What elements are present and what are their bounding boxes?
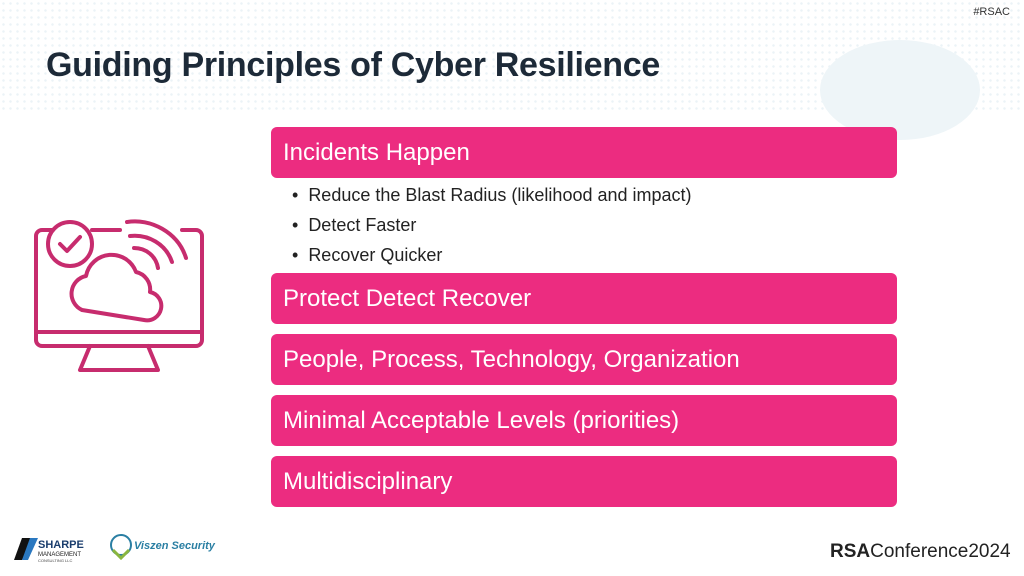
rsa-conference-logo: RSAConference2024 [830, 541, 1011, 562]
bullet-item: Reduce the Blast Radius (likelihood and … [292, 182, 691, 212]
page-title: Guiding Principles of Cyber Resilience [46, 46, 660, 84]
background-blob [820, 40, 980, 140]
principle-people-process: People, Process, Technology, Organizatio… [271, 334, 897, 385]
principle-incidents-happen: Incidents Happen [271, 127, 897, 178]
incidents-bullets: Reduce the Blast Radius (likelihood and … [292, 182, 692, 272]
bullet-item: Detect Faster [292, 212, 692, 242]
principle-multidisciplinary: Multidisciplinary [271, 456, 897, 507]
sharpe-logo: SHARPE MANAGEMENT CONSULTING LLC [14, 536, 94, 566]
rsac-hashtag: #RSAC [973, 6, 1010, 18]
bullet-item: Recover Quicker [292, 242, 692, 272]
viszen-logo: Viszen Security [108, 532, 215, 561]
svg-text:CONSULTING LLC: CONSULTING LLC [38, 558, 72, 563]
monitor-cloud-check-icon [20, 200, 220, 385]
principle-minimal-levels: Minimal Acceptable Levels (priorities) [271, 395, 897, 446]
svg-text:SHARPE: SHARPE [38, 539, 84, 551]
principle-protect-detect-recover: Protect Detect Recover [271, 273, 897, 324]
svg-text:MANAGEMENT: MANAGEMENT [38, 552, 81, 558]
